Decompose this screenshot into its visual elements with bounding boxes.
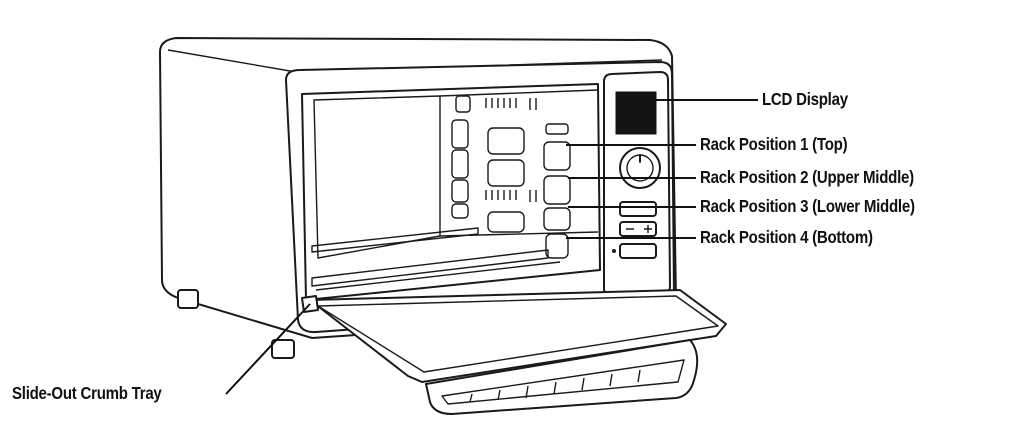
foot-front — [271, 339, 295, 359]
panel-button-start[interactable] — [619, 243, 657, 259]
lcd-display-screen — [615, 91, 657, 135]
rack-lower — [311, 249, 549, 287]
panel-button-minus-plus[interactable] — [619, 221, 657, 237]
oven-cavity — [301, 83, 601, 301]
label-rack-position-1: Rack Position 1 (Top) — [700, 134, 848, 154]
foot-left — [177, 289, 199, 309]
label-rack-position-3: Rack Position 3 (Lower Middle) — [700, 196, 915, 216]
rack-upper — [311, 227, 479, 253]
control-panel — [603, 71, 671, 297]
door-handle — [425, 339, 699, 415]
label-crumb-tray: Slide-Out Crumb Tray — [12, 383, 162, 403]
label-rack-position-4: Rack Position 4 (Bottom) — [700, 227, 873, 247]
oven-door — [301, 289, 727, 415]
leader-lines — [225, 99, 758, 395]
label-lcd-display: LCD Display — [762, 89, 848, 109]
panel-button-1[interactable] — [619, 201, 657, 217]
leader-crumb-tray — [225, 303, 311, 395]
label-rack-position-2: Rack Position 2 (Upper Middle) — [700, 167, 914, 187]
